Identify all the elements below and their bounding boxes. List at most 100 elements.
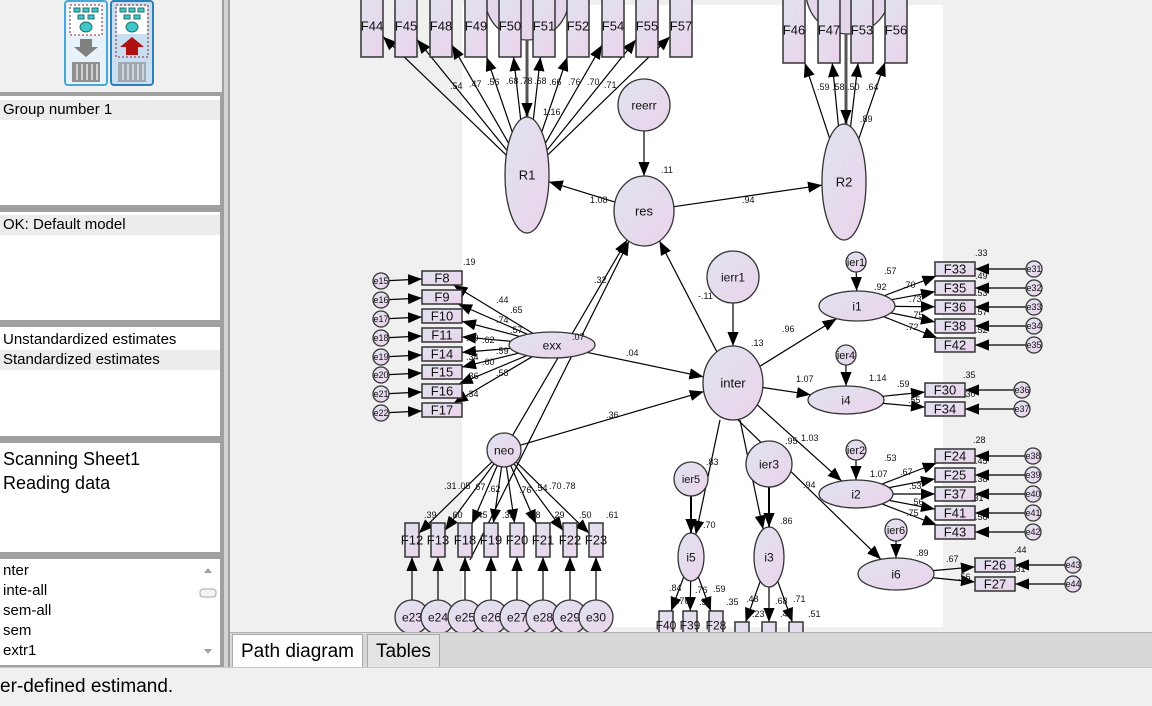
node-F30[interactable]: F30 [925, 383, 965, 398]
file-item[interactable]: sem [0, 621, 220, 641]
node-e32[interactable]: e32 [1026, 280, 1042, 296]
node-e33[interactable]: e33 [1026, 299, 1042, 315]
node-e39[interactable]: e39 [1025, 467, 1041, 483]
node-F11[interactable]: F11 [422, 328, 462, 343]
node-F16[interactable]: F16 [422, 384, 462, 399]
node-i3[interactable]: i3 [754, 527, 784, 587]
node-F33[interactable]: F33 [935, 262, 975, 277]
node-F43[interactable]: F43 [935, 525, 975, 540]
node-i1[interactable]: i1 [819, 291, 895, 321]
node-e34[interactable]: e34 [1026, 318, 1042, 334]
node-F27[interactable]: F27 [975, 577, 1015, 592]
node-e41[interactable]: e41 [1025, 505, 1041, 521]
node-inter[interactable]: inter [703, 346, 763, 420]
node-F53[interactable]: F53 [851, 0, 873, 63]
node-ier4[interactable]: ier4 [836, 345, 856, 365]
node-ier5[interactable]: ier5 [674, 462, 708, 496]
tab-tables[interactable]: Tables [367, 634, 440, 668]
node-F47[interactable]: F47 [818, 0, 840, 63]
node-R1[interactable]: R1 [505, 117, 549, 233]
node-e18[interactable]: e18 [373, 330, 389, 346]
node-F37[interactable]: F37 [935, 487, 975, 502]
node-e30[interactable]: e30 [579, 600, 613, 632]
model-item[interactable]: OK: Default model [0, 215, 220, 235]
node-i3c[interactable] [789, 622, 803, 632]
node-ier2[interactable]: ier2 [846, 440, 866, 460]
node-e16[interactable]: e16 [373, 292, 389, 308]
node-i3a[interactable] [735, 622, 749, 632]
node-neo[interactable]: neo [487, 433, 521, 467]
node-F41[interactable]: F41 [935, 506, 975, 521]
node-F57[interactable]: F57 [670, 0, 692, 57]
node-F24[interactable]: F24 [935, 449, 975, 464]
node-e21[interactable]: e21 [373, 386, 389, 402]
node-e31[interactable]: e31 [1026, 261, 1042, 277]
node-F17[interactable]: F17 [422, 403, 462, 418]
node-ier3[interactable]: ier3 [746, 441, 792, 487]
standardized-estimates-option[interactable]: Standardized estimates [0, 350, 220, 370]
node-e37[interactable]: e37 [1014, 401, 1030, 417]
node-ier6[interactable]: ier6 [885, 519, 907, 541]
node-F28[interactable]: F28 [706, 611, 727, 632]
node-F34[interactable]: F34 [925, 402, 965, 417]
panel-splitter[interactable] [222, 0, 230, 667]
node-F12[interactable]: F12 [401, 523, 423, 557]
group-item[interactable]: Group number 1 [0, 100, 220, 120]
node-F44[interactable]: F44 [361, 0, 383, 57]
file-item[interactable]: inte-all [0, 581, 220, 601]
node-R2[interactable]: R2 [822, 124, 866, 240]
node-i5[interactable]: i5 [678, 533, 704, 581]
node-F56[interactable]: F56 [885, 0, 907, 63]
node-i4[interactable]: i4 [808, 386, 884, 414]
node-reerr[interactable]: reerr [618, 79, 670, 131]
node-F25[interactable]: F25 [935, 468, 975, 483]
node-e20[interactable]: e20 [373, 367, 389, 383]
node-F10[interactable]: F10 [422, 309, 462, 324]
node-e40[interactable]: e40 [1025, 486, 1041, 502]
node-e36[interactable]: e36 [1014, 382, 1030, 398]
node-e22[interactable]: e22 [373, 405, 389, 421]
node-F40[interactable]: F40 [656, 611, 677, 632]
file-item[interactable]: extr1 [0, 641, 220, 661]
node-F45[interactable]: F45 [395, 0, 417, 57]
node-F54[interactable]: F54 [602, 0, 624, 57]
node-ier1[interactable]: ier1 [846, 252, 866, 272]
node-F48[interactable]: F48 [430, 0, 452, 57]
node-F36[interactable]: F36 [935, 300, 975, 315]
file-item[interactable]: sem-all [0, 601, 220, 621]
node-e15[interactable]: e15 [373, 273, 389, 289]
node-F26[interactable]: F26 [975, 558, 1015, 573]
node-e19[interactable]: e19 [373, 349, 389, 365]
unstandardized-estimates-option[interactable]: Unstandardized estimates [0, 330, 220, 350]
node-e35[interactable]: e35 [1026, 337, 1042, 353]
node-ierr1[interactable]: ierr1 [707, 251, 759, 303]
node-F13[interactable]: F13 [427, 523, 449, 557]
view-output-path-diagram-button[interactable] [110, 0, 154, 86]
node-F46[interactable]: F46 [783, 0, 805, 63]
node-F38[interactable]: F38 [935, 319, 975, 334]
node-e17[interactable]: e17 [373, 311, 389, 327]
node-F49[interactable]: F49 [465, 0, 487, 57]
node-F39[interactable]: F39 [680, 611, 701, 632]
view-input-path-diagram-button[interactable] [64, 0, 108, 86]
node-i2[interactable]: i2 [819, 480, 893, 508]
node-res[interactable]: res [614, 176, 674, 246]
node-F9[interactable]: F9 [422, 290, 462, 305]
node-i6[interactable]: i6 [858, 558, 934, 590]
node-F51[interactable]: F51 [533, 0, 555, 57]
node-i3b[interactable] [762, 622, 776, 632]
node-e42[interactable]: e42 [1025, 524, 1041, 540]
node-e43[interactable]: e43 [1065, 557, 1081, 573]
node-e44[interactable]: e44 [1065, 576, 1081, 592]
node-F14[interactable]: F14 [422, 347, 462, 362]
file-item[interactable]: nter [0, 561, 220, 581]
node-F52[interactable]: F52 [567, 0, 589, 57]
node-e38[interactable]: e38 [1025, 448, 1041, 464]
tab-path-diagram[interactable]: Path diagram [232, 634, 363, 668]
scrollbar[interactable] [198, 561, 218, 663]
node-F42[interactable]: F42 [935, 338, 975, 353]
node-F55[interactable]: F55 [636, 0, 658, 57]
node-F15[interactable]: F15 [422, 365, 462, 380]
node-F35[interactable]: F35 [935, 281, 975, 296]
